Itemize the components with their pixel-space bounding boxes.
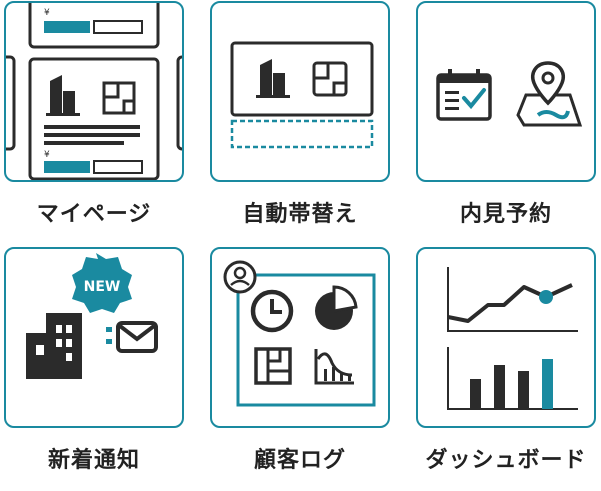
- tile-label-mypage: マイページ: [36, 202, 152, 227]
- svg-text:¥: ¥: [182, 76, 184, 85]
- mypage-listing-icon: ¥ ¥ ¥: [6, 3, 184, 180]
- new-arrival-notification-icon: NEW: [26, 253, 158, 379]
- tile-dashboard[interactable]: [416, 247, 596, 428]
- svg-text:¥: ¥: [44, 150, 50, 160]
- svg-text:¥: ¥: [44, 8, 50, 18]
- customer-log-icon: [223, 260, 376, 407]
- auto-banner-switch-icon: [230, 41, 374, 149]
- viewing-reservation-icon: [436, 61, 583, 127]
- tile-viewing[interactable]: [416, 1, 596, 182]
- tile-label-dashboard: ダッシュボード: [425, 448, 587, 473]
- tile-customer-log[interactable]: [210, 247, 390, 428]
- tile-label-new-arrival: 新着通知: [47, 448, 140, 473]
- dashboard-icon: [447, 267, 578, 410]
- tile-label-viewing: 内見予約: [459, 202, 552, 227]
- new-badge-text: NEW: [84, 279, 121, 295]
- tile-auto-banner[interactable]: [210, 1, 390, 182]
- tile-label-auto-banner: 自動帯替え: [242, 202, 358, 227]
- tile-mypage[interactable]: ¥ ¥ ¥: [4, 1, 184, 182]
- tile-new-arrival[interactable]: NEW: [4, 247, 184, 428]
- tile-label-customer-log: 顧客ログ: [253, 448, 346, 473]
